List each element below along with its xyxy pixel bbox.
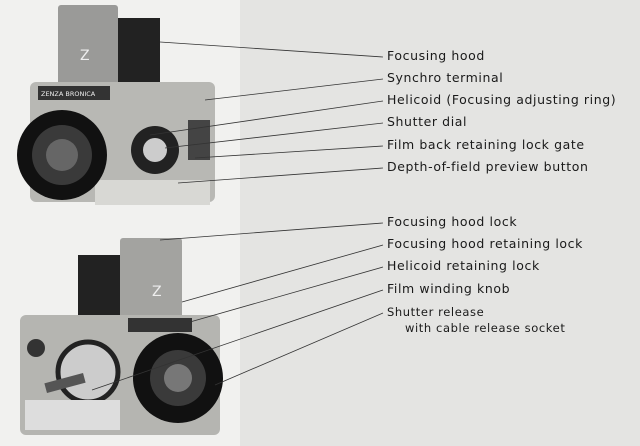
label-helicoid: Helicoid (Focusing adjusting ring) [387,92,617,107]
label-focusing-hood-lock: Focusing hood lock [387,214,518,229]
label-focusing-hood: Focusing hood [387,48,485,63]
label-focusing-hood-retaining-lock: Focusing hood retaining lock [387,236,583,251]
camera-front-view: ZENZA BRONICA Z [17,5,215,205]
brand-nameplate: ZENZA BRONICA [41,90,96,98]
leader-lines [91,41,384,391]
camera-side-view: Z [20,238,223,435]
label-dof-preview: Depth-of-field preview button [387,159,589,174]
label-cable-release-socket: with cable release socket [405,321,566,335]
label-shutter-dial: Shutter dial [387,114,468,129]
svg-text:Z: Z [80,48,90,64]
label-synchro-terminal: Synchro terminal [387,70,504,85]
label-helicoid-retaining-lock: Helicoid retaining lock [387,258,540,273]
label-shutter-release: Shutter release [387,305,485,319]
label-film-back-lock: Film back retaining lock gate [387,137,585,152]
label-film-winding-knob: Film winding knob [387,281,511,296]
svg-text:Z: Z [152,284,162,300]
